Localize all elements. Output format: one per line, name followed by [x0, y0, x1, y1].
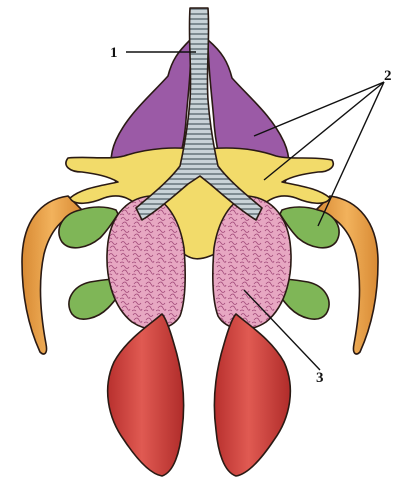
leader-line-2a	[254, 82, 384, 136]
callout-label-2: 2	[384, 68, 392, 84]
red-organ-left	[108, 314, 184, 476]
callout-label-3: 3	[316, 370, 324, 386]
red-organ-right	[214, 314, 290, 476]
callout-label-1: 1	[110, 45, 118, 61]
